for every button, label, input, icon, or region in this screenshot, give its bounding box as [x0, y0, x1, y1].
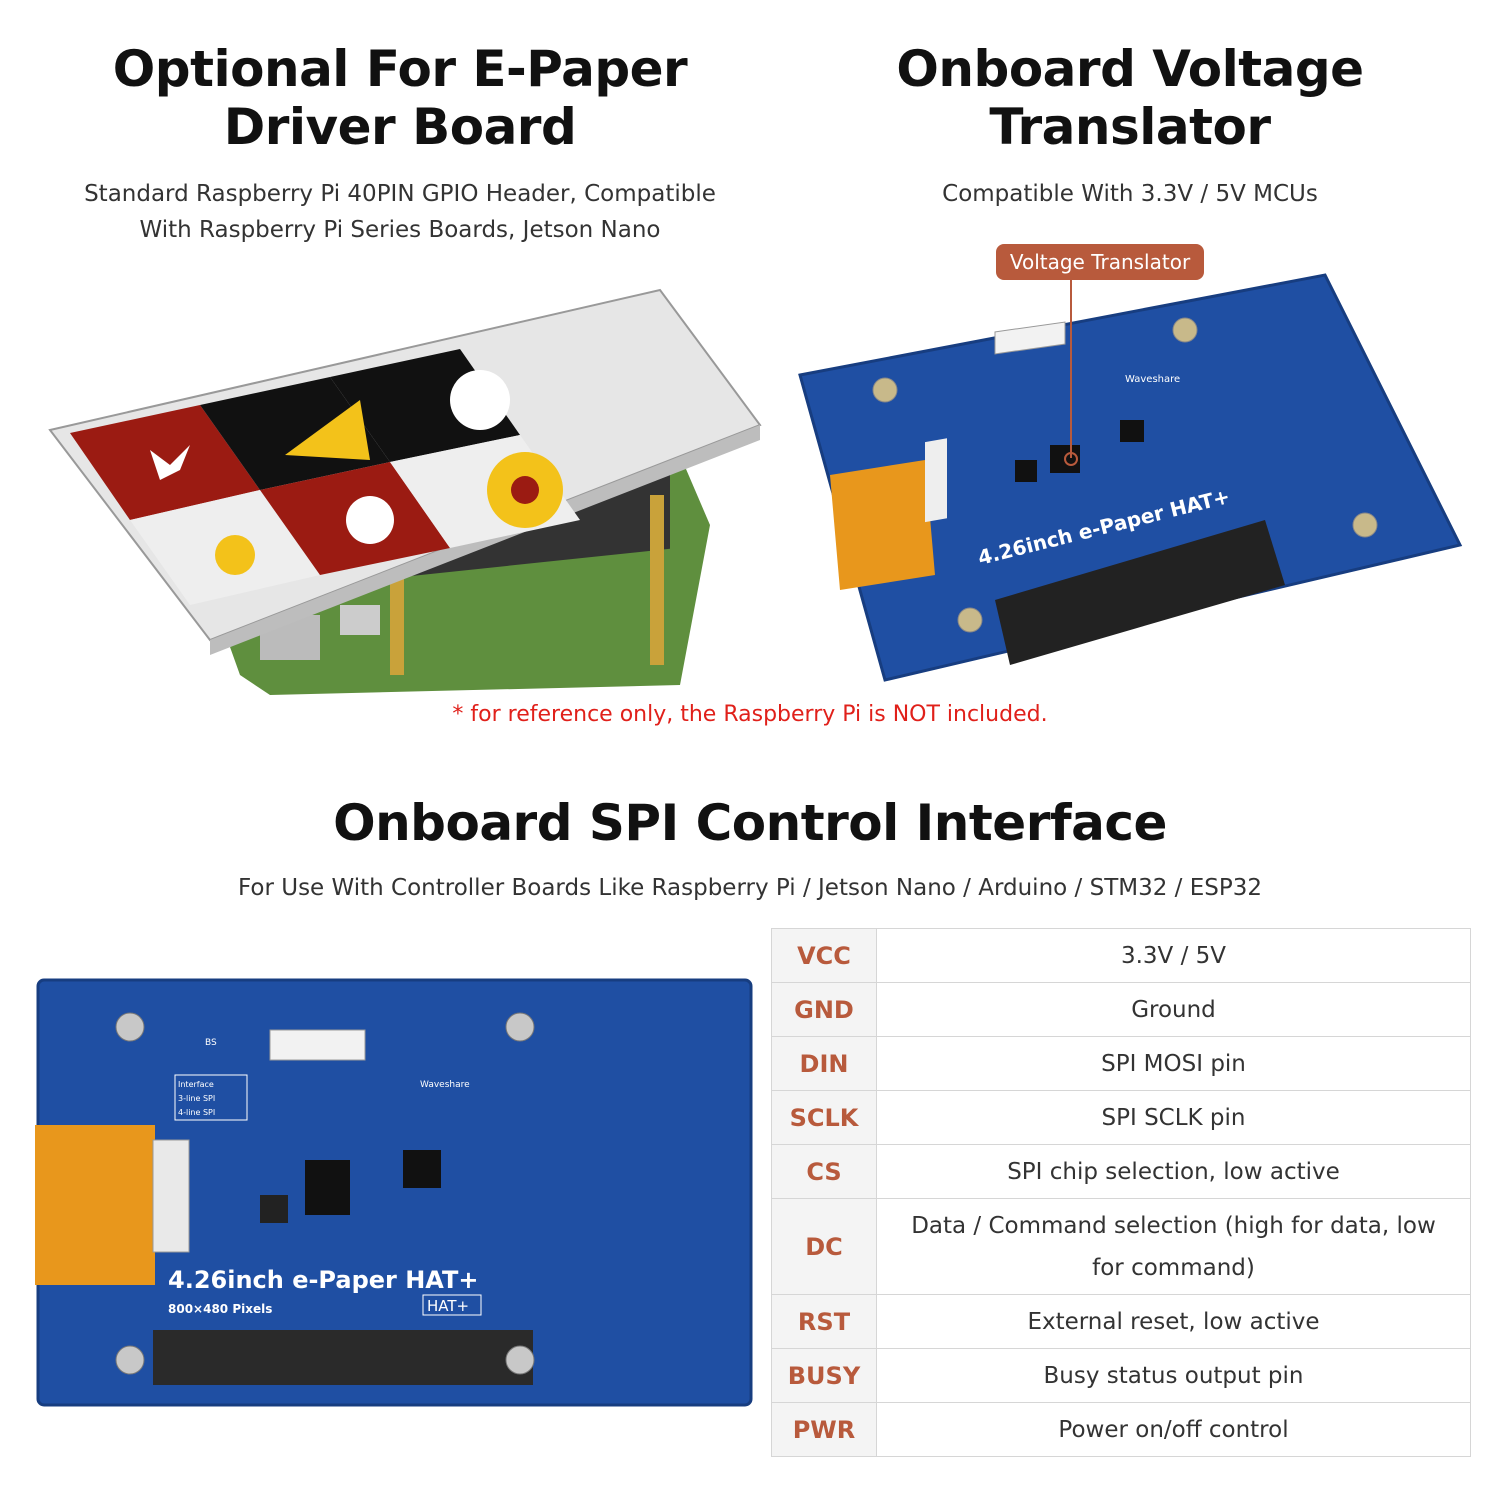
fpc-cable [35, 1125, 155, 1285]
ic-chip [305, 1160, 350, 1215]
pin-name: DC [771, 1198, 877, 1295]
voltage-translator-callout: Voltage Translator [996, 244, 1204, 280]
pin-description: SPI chip selection, low active [876, 1144, 1471, 1199]
mounting-hole [1172, 317, 1198, 343]
pin-name: PWR [771, 1402, 877, 1457]
epaper-artwork [70, 349, 580, 605]
fpc-connector [152, 1139, 190, 1253]
table-row: DIN SPI MOSI pin [771, 1036, 1471, 1091]
callout-leader-line [1070, 280, 1072, 458]
table-row: VCC 3.3V / 5V [771, 928, 1471, 983]
callout-target-marker [1064, 452, 1078, 466]
board-label: 4.26inch e-Paper HAT+ [168, 1266, 479, 1294]
driver-board-subtitle: Standard Raspberry Pi 40PIN GPIO Header,… [84, 181, 716, 243]
pin-description: SPI SCLK pin [876, 1090, 1471, 1145]
voltage-translator-title: Onboard Voltage Translator [896, 40, 1364, 156]
spi-interface-title: Onboard SPI Control Interface [333, 794, 1167, 852]
pin-name: RST [771, 1294, 877, 1349]
table-row: RST External reset, low active [771, 1294, 1471, 1349]
pin-name: CS [771, 1144, 877, 1199]
bs-table-header: Interface [178, 1080, 214, 1089]
ic-chip [1015, 460, 1037, 482]
table-row: PWR Power on/off control [771, 1402, 1471, 1457]
pin-name: BUSY [771, 1348, 877, 1403]
table-row: DC Data / Command selection (high for da… [771, 1198, 1471, 1295]
pin-name: SCLK [771, 1090, 877, 1145]
epaper-on-raspberry-pi-image [48, 288, 762, 695]
bs-interface-table [174, 1074, 248, 1121]
pin-name: VCC [771, 928, 877, 983]
fpc-connector [925, 438, 947, 523]
bs-table-row-0: 4-line SPI [178, 1108, 215, 1117]
mounting-hole [115, 1012, 145, 1042]
gpio-female-header [995, 520, 1285, 665]
hat-board-angled-image: 4.26inch e-Paper HAT+ Waveshare [798, 273, 1463, 682]
pin-description: Data / Command selection (high for data,… [876, 1198, 1471, 1295]
mounting-hole [505, 1345, 535, 1375]
table-row: GND Ground [771, 982, 1471, 1037]
standoff [650, 495, 664, 665]
fpc-cable [830, 460, 935, 590]
pin-description: External reset, low active [876, 1294, 1471, 1349]
mounting-hole [1352, 512, 1378, 538]
pin-description: Power on/off control [876, 1402, 1471, 1457]
mounting-hole [115, 1345, 145, 1375]
resolution-label: 800×480 Pixels [168, 1302, 272, 1316]
brand-label: Waveshare [1125, 374, 1180, 385]
inductor [260, 1195, 288, 1223]
table-row: SCLK SPI SCLK pin [771, 1090, 1471, 1145]
mounting-hole [872, 377, 898, 403]
pin-description-table: VCC 3.3V / 5V GND Ground DIN SPI MOSI pi… [771, 928, 1471, 1457]
hat-board-top-image: BS Interface 3-line SPI 4-line SPI Waves… [35, 978, 753, 1407]
hdmi-port [340, 605, 380, 635]
bs-label: BS [205, 1038, 217, 1048]
pin-name: DIN [771, 1036, 877, 1091]
hat-badge-box [422, 1294, 482, 1316]
reference-note: * for reference only, the Raspberry Pi i… [452, 702, 1048, 727]
gpio-female-header [153, 1330, 533, 1385]
mounting-hole [957, 607, 983, 633]
pin-header-connector [269, 1029, 366, 1061]
voltage-translator-subtitle: Compatible With 3.3V / 5V MCUs [942, 181, 1318, 207]
table-row: BUSY Busy status output pin [771, 1348, 1471, 1403]
table-row: CS SPI chip selection, low active [771, 1144, 1471, 1199]
standoff [390, 575, 404, 675]
pin-description: SPI MOSI pin [876, 1036, 1471, 1091]
ic-chip [403, 1150, 441, 1188]
driver-board-title: Optional For E-Paper Driver Board [112, 40, 688, 156]
pin-description: Ground [876, 982, 1471, 1037]
ic-chip [1120, 420, 1144, 442]
pin-description: Busy status output pin [876, 1348, 1471, 1403]
brand-label: Waveshare [420, 1080, 470, 1090]
mounting-hole [505, 1012, 535, 1042]
pin-header-connector [994, 321, 1066, 355]
hat-badge: HAT+ [427, 1297, 469, 1315]
pin-name: GND [771, 982, 877, 1037]
spi-interface-subtitle: For Use With Controller Boards Like Rasp… [237, 875, 1262, 901]
pin-description: 3.3V / 5V [876, 928, 1471, 983]
bs-table-row-1: 3-line SPI [178, 1094, 215, 1103]
